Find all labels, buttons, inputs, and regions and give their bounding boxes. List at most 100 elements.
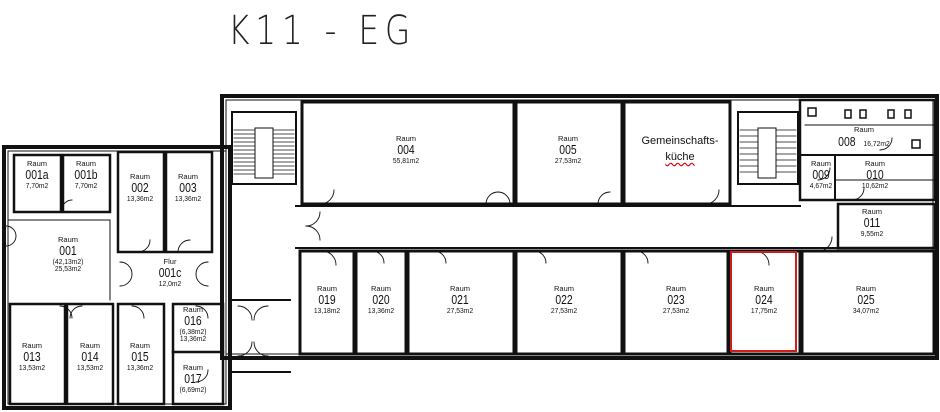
room-area: 7,70m2 — [74, 180, 98, 190]
room-009: Raum 009 4,67m2 — [806, 160, 836, 189]
room-label: Raum — [26, 159, 47, 168]
room-021: Raum 021 27,53m2 — [430, 285, 490, 314]
room-019: Raum 019 13,18m2 — [304, 285, 350, 314]
room-label: Raum — [853, 125, 874, 134]
room-area: (6,38m2) — [179, 326, 207, 336]
room-number: 001b — [74, 166, 98, 182]
room-label: Raum — [79, 341, 100, 350]
room-005: Raum 005 27,53m2 — [540, 135, 596, 164]
room-number: 013 — [23, 348, 41, 364]
room-008: Raum 008 16,72m2 — [834, 126, 894, 151]
room-number: 016 — [184, 312, 202, 328]
room-area: 13,18m2 — [313, 305, 341, 315]
room-003: Raum 003 13,36m2 — [166, 173, 210, 202]
room-number: 001 — [59, 242, 77, 258]
room-label: Raum — [395, 134, 416, 143]
room-label: Raum — [449, 284, 470, 293]
room-001: Raum 001 (42,13m2) 25,53m2 — [40, 236, 96, 273]
room-number: 001c — [158, 264, 182, 280]
room-number: 021 — [451, 291, 469, 307]
room-number: 002 — [131, 179, 149, 195]
room-label: Raum — [57, 235, 78, 244]
room-020: Raum 020 13,36m2 — [358, 285, 404, 314]
room-011: Raum 011 9,55m2 — [850, 208, 894, 237]
room-label: Raum — [182, 363, 203, 372]
room-area: 16,72m2 — [863, 138, 891, 148]
room-label: Raum — [182, 305, 203, 314]
room-number: 023 — [667, 291, 685, 307]
room-area: 7,70m2 — [25, 180, 49, 190]
room-number: 024 — [755, 291, 773, 307]
room-label: Raum — [21, 341, 42, 350]
room-area: 55,81m2 — [392, 155, 420, 165]
room-number: 014 — [81, 348, 99, 364]
room-002: Raum 002 13,36m2 — [118, 173, 162, 202]
room-label: Raum — [557, 134, 578, 143]
room-area: 12,0m2 — [158, 278, 182, 288]
room-number: 015 — [131, 348, 149, 364]
room-area: 27,53m2 — [554, 155, 582, 165]
room-016: Raum 016 (6,38m2) 13,36m2 — [171, 306, 215, 343]
room-number: 010 — [866, 166, 884, 182]
kitchen-label-line1: Gemeinschafts- — [641, 135, 719, 147]
floor-title: K11 - EG — [228, 8, 416, 54]
room-number: 011 — [863, 214, 881, 230]
room-label: Raum — [316, 284, 337, 293]
room-number: 017 — [184, 370, 202, 386]
room-area: 13,53m2 — [18, 362, 46, 372]
room-area: 27,53m2 — [446, 305, 474, 315]
room-004: Raum 004 55,81m2 — [378, 135, 434, 164]
room-area: 34,07m2 — [852, 305, 880, 315]
room-number: 009 — [812, 166, 830, 182]
room-number: 003 — [179, 179, 197, 195]
room-label: Raum — [864, 159, 885, 168]
room-label: Raum — [753, 284, 774, 293]
room-number: 004 — [397, 141, 415, 157]
room-number: 008 — [838, 133, 856, 149]
room-area-secondary: 13,36m2 — [179, 334, 207, 344]
room-area: 27,53m2 — [550, 305, 578, 315]
room-area: 9,55m2 — [860, 228, 884, 238]
room-024: Raum 024 17,75m2 — [736, 285, 792, 314]
room-010: Raum 010 10,62m2 — [855, 160, 895, 189]
room-label: Raum — [861, 207, 882, 216]
room-area: 10,62m2 — [861, 180, 889, 190]
main-building-outline — [220, 94, 939, 360]
room-label: Raum — [129, 341, 150, 350]
room-area: 13,36m2 — [126, 362, 154, 372]
room-013: Raum 013 13,53m2 — [10, 342, 54, 371]
room-label: Flur — [163, 257, 177, 266]
room-015: Raum 015 13,36m2 — [118, 342, 162, 371]
room-number: 019 — [318, 291, 336, 307]
room-014: Raum 014 13,53m2 — [68, 342, 112, 371]
room-023: Raum 023 27,53m2 — [646, 285, 706, 314]
room-area-secondary: 25,53m2 — [54, 264, 82, 274]
room-label: Raum — [665, 284, 686, 293]
room-label: Raum — [177, 172, 198, 181]
kitchen-label-line2: küche — [665, 150, 695, 163]
room-area: (42,13m2) — [52, 256, 84, 266]
room-area: 13,36m2 — [367, 305, 395, 315]
room-number: 001a — [25, 166, 49, 182]
room-area: 4,67m2 — [809, 180, 833, 190]
room-label: Raum — [810, 159, 831, 168]
room-area: 17,75m2 — [750, 305, 778, 315]
room-number: 025 — [857, 291, 875, 307]
room-label: Raum — [75, 159, 96, 168]
room-number: 020 — [372, 291, 390, 307]
room-label: Raum — [855, 284, 876, 293]
room-022: Raum 022 27,53m2 — [534, 285, 594, 314]
room-001c: Flur 001c 12,0m2 — [148, 258, 192, 287]
room-area: 13,53m2 — [76, 362, 104, 372]
room-area: 27,53m2 — [662, 305, 690, 315]
room-number: 022 — [555, 291, 573, 307]
room-kitchen: Gemeinschafts- küche — [626, 134, 734, 166]
room-label: Raum — [129, 172, 150, 181]
highlighted-room-outline — [730, 251, 797, 352]
room-area: (6,69m2) — [179, 384, 207, 394]
room-area: 13,36m2 — [126, 193, 154, 203]
room-025: Raum 025 34,07m2 — [836, 285, 896, 314]
left-wing-outline — [2, 145, 232, 410]
room-label: Raum — [553, 284, 574, 293]
